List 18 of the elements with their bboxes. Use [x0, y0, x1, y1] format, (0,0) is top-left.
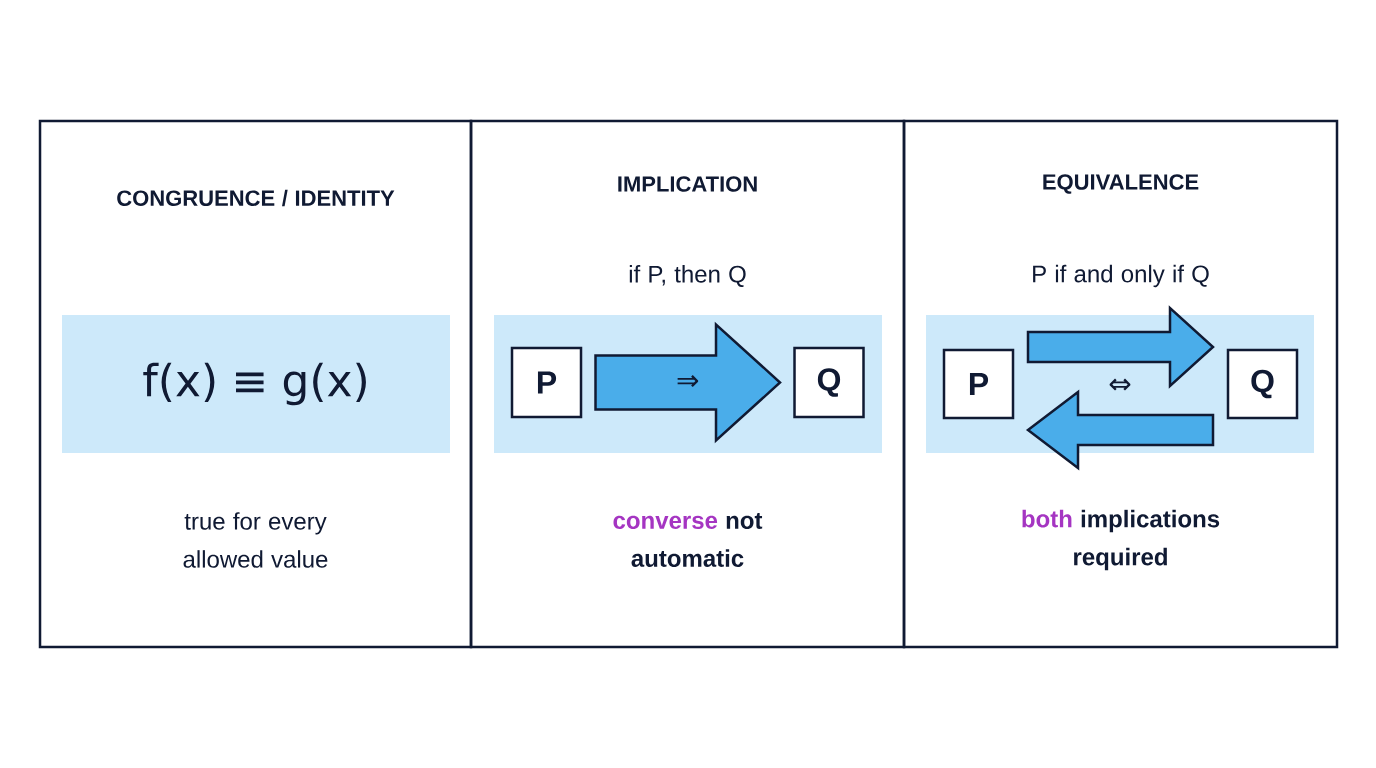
block-arrow	[1025, 389, 1215, 471]
heading: IMPLICATION	[618, 176, 757, 192]
edge-label: ⇒	[677, 375, 699, 388]
letter-box: Q	[1226, 348, 1299, 420]
subtitle: if P, then Q	[629, 265, 746, 287]
caption-text: both implications required	[1022, 509, 1220, 571]
formula-band: f(x) ≡ g(x)	[62, 315, 450, 453]
block-arrow	[1026, 305, 1215, 389]
letter-box: P	[942, 348, 1015, 420]
heading: EQUIVALENCE	[1043, 174, 1199, 194]
subtitle: P if and only if Q	[1033, 264, 1209, 288]
heading: CONGRUENCE / IDENTITY	[117, 189, 395, 207]
symbol: ⇔	[1109, 378, 1131, 391]
block-arrow	[594, 321, 782, 444]
letter-box: Q	[793, 346, 865, 419]
caption-text: converse not automatic	[613, 513, 763, 567]
caption-text: true for every allowed value	[183, 512, 328, 568]
letter-box: P	[510, 346, 583, 419]
